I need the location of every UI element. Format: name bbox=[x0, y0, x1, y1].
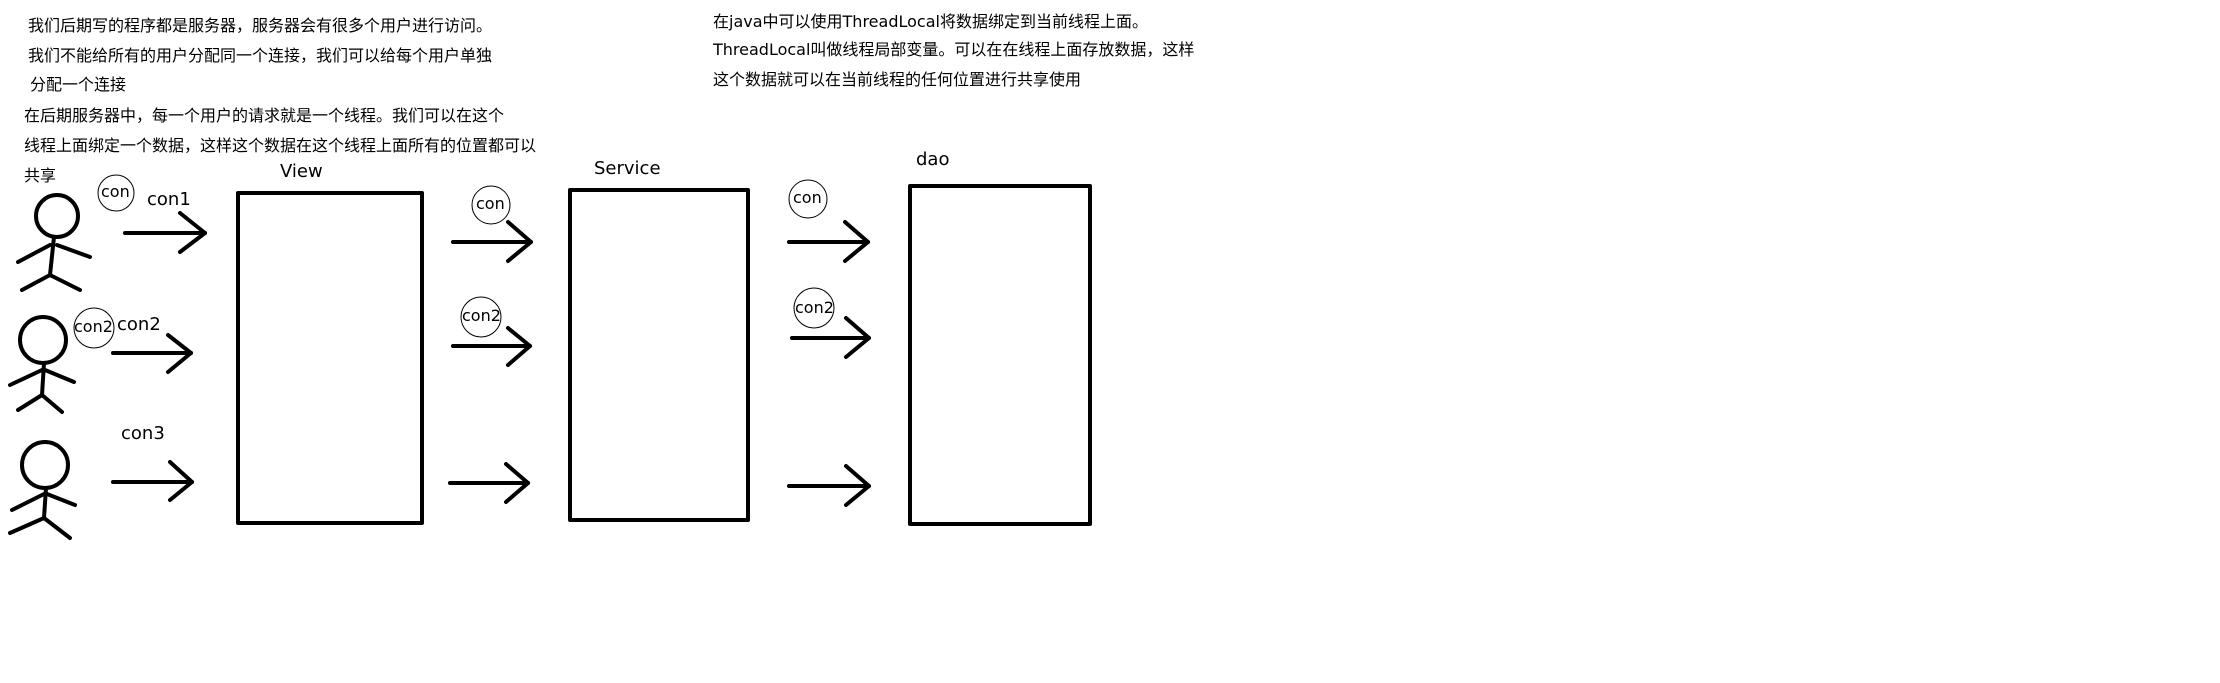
user-2-figure bbox=[8, 315, 76, 414]
service-row1-con-circle bbox=[471, 185, 511, 225]
view-label: View bbox=[280, 161, 323, 182]
user2-con-circle-text: con2 bbox=[74, 317, 113, 336]
user-3-arm-right bbox=[45, 492, 77, 507]
arrow-view-to-service-2 bbox=[451, 326, 532, 367]
user-1-figure bbox=[16, 193, 92, 292]
note-right-line-2: ThreadLocal叫做线程局部变量。可以在在线程上面存放数据，这样 bbox=[713, 40, 1195, 59]
user-2-arm-left bbox=[8, 368, 44, 387]
note-left-line-5: 线程上面绑定一个数据，这样这个数据在这个线程上面所有的位置都可以 bbox=[24, 136, 537, 155]
user-1-body bbox=[48, 235, 56, 277]
user-3-leg-right bbox=[42, 516, 72, 540]
user-1-arm-right bbox=[55, 243, 92, 259]
dao-label: dao bbox=[916, 149, 950, 170]
service-box bbox=[568, 188, 750, 522]
user-1-head bbox=[34, 193, 80, 239]
service-row1-circle-text: con bbox=[476, 194, 505, 213]
user1-con-circle bbox=[97, 174, 135, 212]
user2-con-label: con2 bbox=[117, 314, 161, 335]
service-label: Service bbox=[594, 158, 661, 179]
dao-row2-circle-text: con2 bbox=[795, 298, 834, 317]
view-box bbox=[236, 191, 424, 525]
user-2-body bbox=[40, 361, 46, 397]
user-1-leg-left bbox=[20, 273, 52, 292]
arrow-user1-to-view bbox=[123, 211, 207, 254]
dao-row2-con-circle bbox=[793, 287, 835, 329]
user1-con-circle-text: con bbox=[101, 182, 130, 201]
user3-con-label: con3 bbox=[121, 423, 165, 444]
note-left-line-1: 我们后期写的程序都是服务器，服务器会有很多个用户进行访问。 bbox=[28, 16, 493, 35]
user-3-head bbox=[20, 440, 70, 490]
service-row2-circle-text: con2 bbox=[462, 306, 501, 325]
user-3-arm-left bbox=[10, 492, 46, 512]
user-1-arm-left bbox=[16, 243, 52, 264]
user2-con-circle bbox=[73, 307, 115, 349]
note-right-line-1: 在java中可以使用ThreadLocal将数据绑定到当前线程上面。 bbox=[713, 12, 1148, 31]
dao-box bbox=[908, 184, 1092, 526]
user-3-leg-left bbox=[8, 516, 46, 535]
note-right-line-3: 这个数据就可以在当前线程的任何位置进行共享使用 bbox=[713, 70, 1082, 89]
arrow-service-to-dao-2 bbox=[790, 316, 871, 359]
user-2-leg-right bbox=[40, 393, 64, 414]
note-left-line-4: 在后期服务器中，每一个用户的请求就是一个线程。我们可以在这个 bbox=[24, 106, 505, 125]
note-left-line-3: 分配一个连接 bbox=[30, 75, 127, 94]
user1-con-label: con1 bbox=[147, 189, 191, 210]
arrow-service-to-dao-1 bbox=[787, 220, 870, 263]
dao-row1-circle-text: con bbox=[793, 188, 822, 207]
user-2-arm-right bbox=[43, 368, 76, 384]
arrow-view-to-service-1 bbox=[451, 220, 533, 263]
dao-row1-con-circle bbox=[788, 179, 828, 219]
arrow-user3-to-view bbox=[111, 460, 194, 502]
user-2-head bbox=[18, 315, 68, 365]
user-3-figure bbox=[8, 440, 77, 540]
note-left-line-2: 我们不能给所有的用户分配同一个连接，我们可以给每个用户单独 bbox=[28, 46, 493, 65]
user-1-leg-right bbox=[48, 273, 82, 292]
arrow-view-to-service-3 bbox=[448, 462, 530, 504]
note-left-line-6: 共享 bbox=[24, 166, 57, 185]
arrow-user2-to-view bbox=[111, 333, 193, 374]
service-row2-con-circle bbox=[460, 296, 502, 338]
arrow-service-to-dao-3 bbox=[787, 464, 871, 507]
user-2-leg-left bbox=[16, 393, 44, 412]
